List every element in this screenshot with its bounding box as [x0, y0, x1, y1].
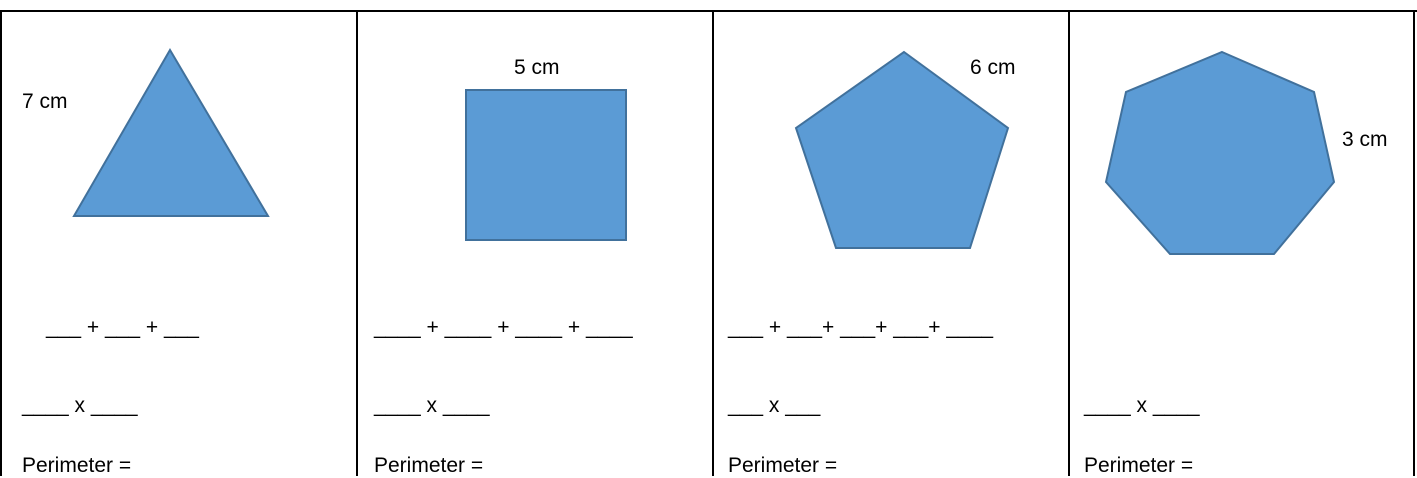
heptagon-multiplication-line: ____ x ____ [1084, 394, 1200, 417]
problem-cell-pentagon: 6 cm ___ + ___+ ___+ ___+ ____ ___ x ___… [712, 10, 1068, 477]
heptagon-side-label: 3 cm [1342, 128, 1388, 151]
pentagon-polygon [794, 50, 1010, 249]
triangle-addition-line: ___ + ___ + ___ [46, 316, 199, 339]
triangle-multiplication-line: ____ x ____ [22, 394, 138, 417]
pentagon-perimeter-label: Perimeter = [728, 454, 838, 477]
problem-cell-heptagon: 3 cm ____ x ____ Perimeter = [1068, 10, 1413, 477]
table-top-border [0, 10, 1417, 12]
triangle-polygon [72, 48, 270, 217]
square-side-label: 5 cm [514, 56, 560, 79]
triangle-shape [72, 48, 270, 217]
square-shape [465, 89, 627, 241]
pentagon-side-label: 6 cm [970, 56, 1016, 79]
heptagon-perimeter-label: Perimeter = [1084, 454, 1194, 477]
triangle-perimeter-label: Perimeter = [22, 454, 132, 477]
heptagon-shape [1104, 50, 1336, 255]
pentagon-multiplication-line: ___ x ___ [728, 394, 821, 417]
pentagon-addition-line: ___ + ___+ ___+ ___+ ____ [728, 316, 994, 339]
problem-cell-triangle: 7 cm ___ + ___ + ___ ____ x ____ Perimet… [0, 10, 356, 477]
triangle-side-label: 7 cm [22, 90, 68, 113]
heptagon-polygon [1104, 50, 1336, 255]
table-right-border [1413, 10, 1415, 476]
pentagon-shape [794, 50, 1010, 249]
square-rect [465, 89, 627, 241]
problem-cell-square: 5 cm ____ + ____ + ____ + ____ ____ x __… [356, 10, 712, 477]
square-addition-line: ____ + ____ + ____ + ____ [374, 316, 633, 339]
square-perimeter-label: Perimeter = [374, 454, 484, 477]
square-multiplication-line: ____ x ____ [374, 394, 490, 417]
